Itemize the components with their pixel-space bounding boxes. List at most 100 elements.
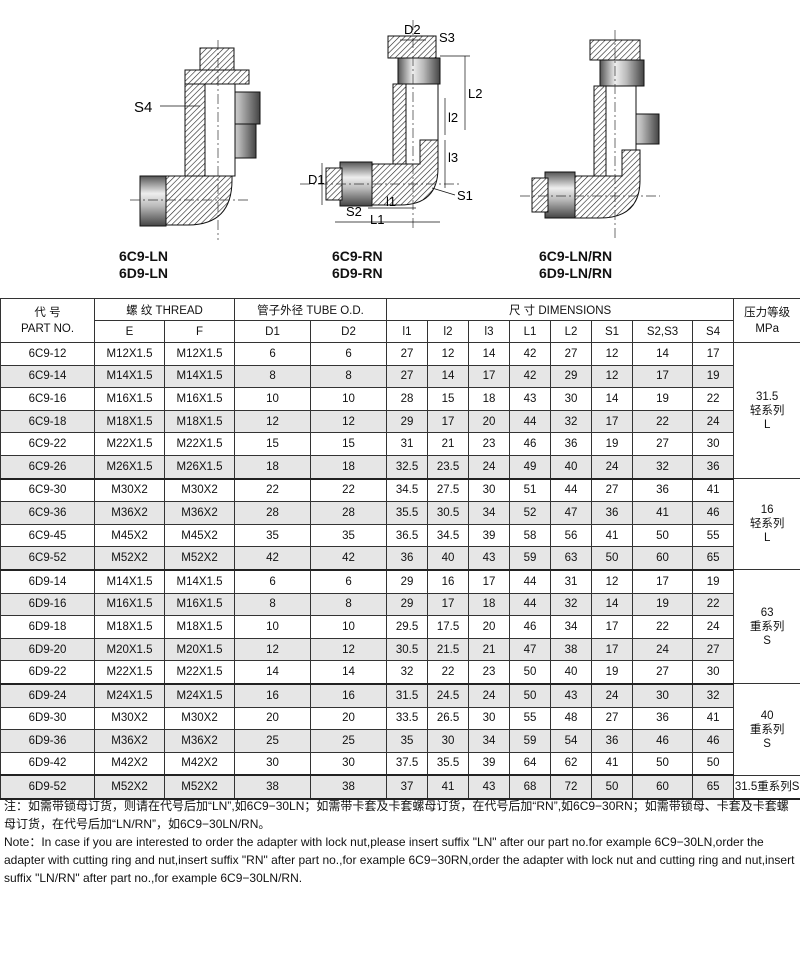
table-cell: 41 <box>692 478 735 503</box>
notes: 注：如需带锁母订货，则请在代号后加“LN”,如6C9−30LN；如需带卡套及卡套… <box>4 797 800 887</box>
table-cell: 12 <box>310 637 388 662</box>
table-cell: 27.5 <box>427 478 470 503</box>
drawing-ln-rn <box>520 30 660 240</box>
table-cell: 23 <box>468 432 511 456</box>
table-cell: 59 <box>509 729 552 753</box>
table-cell: 36 <box>591 729 634 753</box>
table-cell: 38 <box>310 774 388 800</box>
table-cell: M36X2 <box>94 501 165 525</box>
pressure-class-line: 16 <box>760 504 774 517</box>
table-cell: 22 <box>310 478 388 503</box>
table-cell: 55 <box>509 706 552 731</box>
pressure-class-line: 轻系列 <box>749 518 785 531</box>
table-cell: 8 <box>310 592 388 617</box>
table-cell: 50 <box>509 683 552 708</box>
table-cell: 15 <box>427 387 470 411</box>
drawing-caption-rn: 6C9-RN 6D9-RN <box>332 248 383 282</box>
table-cell: 54 <box>550 729 593 753</box>
table-cell: 39 <box>468 523 511 548</box>
table-cell: 14 <box>310 660 388 685</box>
header-col: l3 <box>468 320 511 343</box>
table-cell: 35 <box>234 523 312 548</box>
note-en: Note：In case if you are interested to or… <box>4 835 795 885</box>
header-col: D2 <box>310 320 388 343</box>
table-cell: 19 <box>632 592 694 617</box>
table-cell: M22X1.5 <box>94 432 165 456</box>
table-cell: 10 <box>310 387 388 411</box>
table-cell: M36X2 <box>94 729 165 753</box>
table-cell: 12 <box>591 569 634 594</box>
table-cell: M16X1.5 <box>163 592 236 617</box>
table-cell: 32.5 <box>386 454 429 480</box>
pressure-class-line: L <box>763 418 771 431</box>
dim-label-i2: l2 <box>448 110 458 125</box>
table-cell: 20 <box>468 409 511 434</box>
table-cell: 35.5 <box>427 751 470 777</box>
table-cell: 24 <box>591 683 634 708</box>
table-cell: 15 <box>234 432 312 456</box>
table-cell: 42 <box>310 546 388 571</box>
table-cell: M18X1.5 <box>94 409 165 434</box>
drawing-caption-ln: 6C9-LN 6D9-LN <box>119 248 168 282</box>
table-cell: 16 <box>310 683 388 708</box>
table-cell: M30X2 <box>163 706 236 731</box>
table-cell: 30 <box>550 387 593 411</box>
table-cell: 51 <box>509 478 552 503</box>
table-cell: 50 <box>509 660 552 685</box>
dim-label-s2: S2 <box>346 204 362 219</box>
table-cell: 62 <box>550 751 593 777</box>
table-cell: M12X1.5 <box>94 342 165 366</box>
dim-label-i3: l3 <box>448 150 458 165</box>
table-cell: 26.5 <box>427 706 470 731</box>
table-cell: 19 <box>591 432 634 456</box>
table-cell: M22X1.5 <box>163 432 236 456</box>
table-cell: 20 <box>234 706 312 731</box>
header-pressure-unit: MPa <box>755 322 779 335</box>
table-cell: 10 <box>310 615 388 639</box>
part-no-cell: 6C9-36 <box>0 501 95 525</box>
header-col: l1 <box>386 320 429 343</box>
note-cn: 注：如需带锁母订货，则请在代号后加“LN”,如6C9−30LN；如需带卡套及卡套… <box>4 799 789 831</box>
part-no-cell: 6D9-18 <box>0 615 95 639</box>
table-cell: 17 <box>427 409 470 434</box>
drawing-code: 6D9-LN <box>119 265 169 281</box>
table-cell: M14X1.5 <box>163 364 236 389</box>
part-no-cell: 6C9-30 <box>0 478 95 503</box>
table-cell: 46 <box>692 501 735 525</box>
table-cell: 20 <box>310 706 388 731</box>
part-no-cell: 6D9-36 <box>0 729 95 753</box>
part-no-cell: 6D9-42 <box>0 751 95 777</box>
part-no-cell: 6C9-12 <box>0 342 95 366</box>
table-cell: 36 <box>386 546 429 571</box>
table-cell: 20 <box>468 615 511 639</box>
pressure-class-line: 40 <box>760 709 774 722</box>
table-cell: 50 <box>591 774 634 800</box>
table-cell: 18 <box>468 592 511 617</box>
table-cell: 30 <box>427 729 470 753</box>
table-cell: 31.5 <box>386 683 429 708</box>
table-cell: 27 <box>386 342 429 366</box>
table-cell: 43 <box>550 683 593 708</box>
table-cell: M45X2 <box>94 523 165 548</box>
header-col: L1 <box>509 320 552 343</box>
table-cell: 32 <box>550 409 593 434</box>
table-cell: M52X2 <box>94 774 165 800</box>
table-cell: M18X1.5 <box>94 615 165 639</box>
table-cell: 12 <box>234 409 312 434</box>
part-no-cell: 6D9-30 <box>0 706 95 731</box>
table-cell: 40 <box>550 660 593 685</box>
table-cell: 30 <box>632 683 694 708</box>
table-cell: 14 <box>591 387 634 411</box>
table-cell: 22 <box>234 478 312 503</box>
drawing-ln: S4 <box>130 40 261 240</box>
table-cell: 29 <box>550 364 593 389</box>
table-cell: 17 <box>468 364 511 389</box>
table-cell: 19 <box>591 660 634 685</box>
table-cell: 65 <box>692 774 735 800</box>
table-cell: 49 <box>509 454 552 480</box>
drawing-code: 6D9-RN <box>332 265 383 281</box>
